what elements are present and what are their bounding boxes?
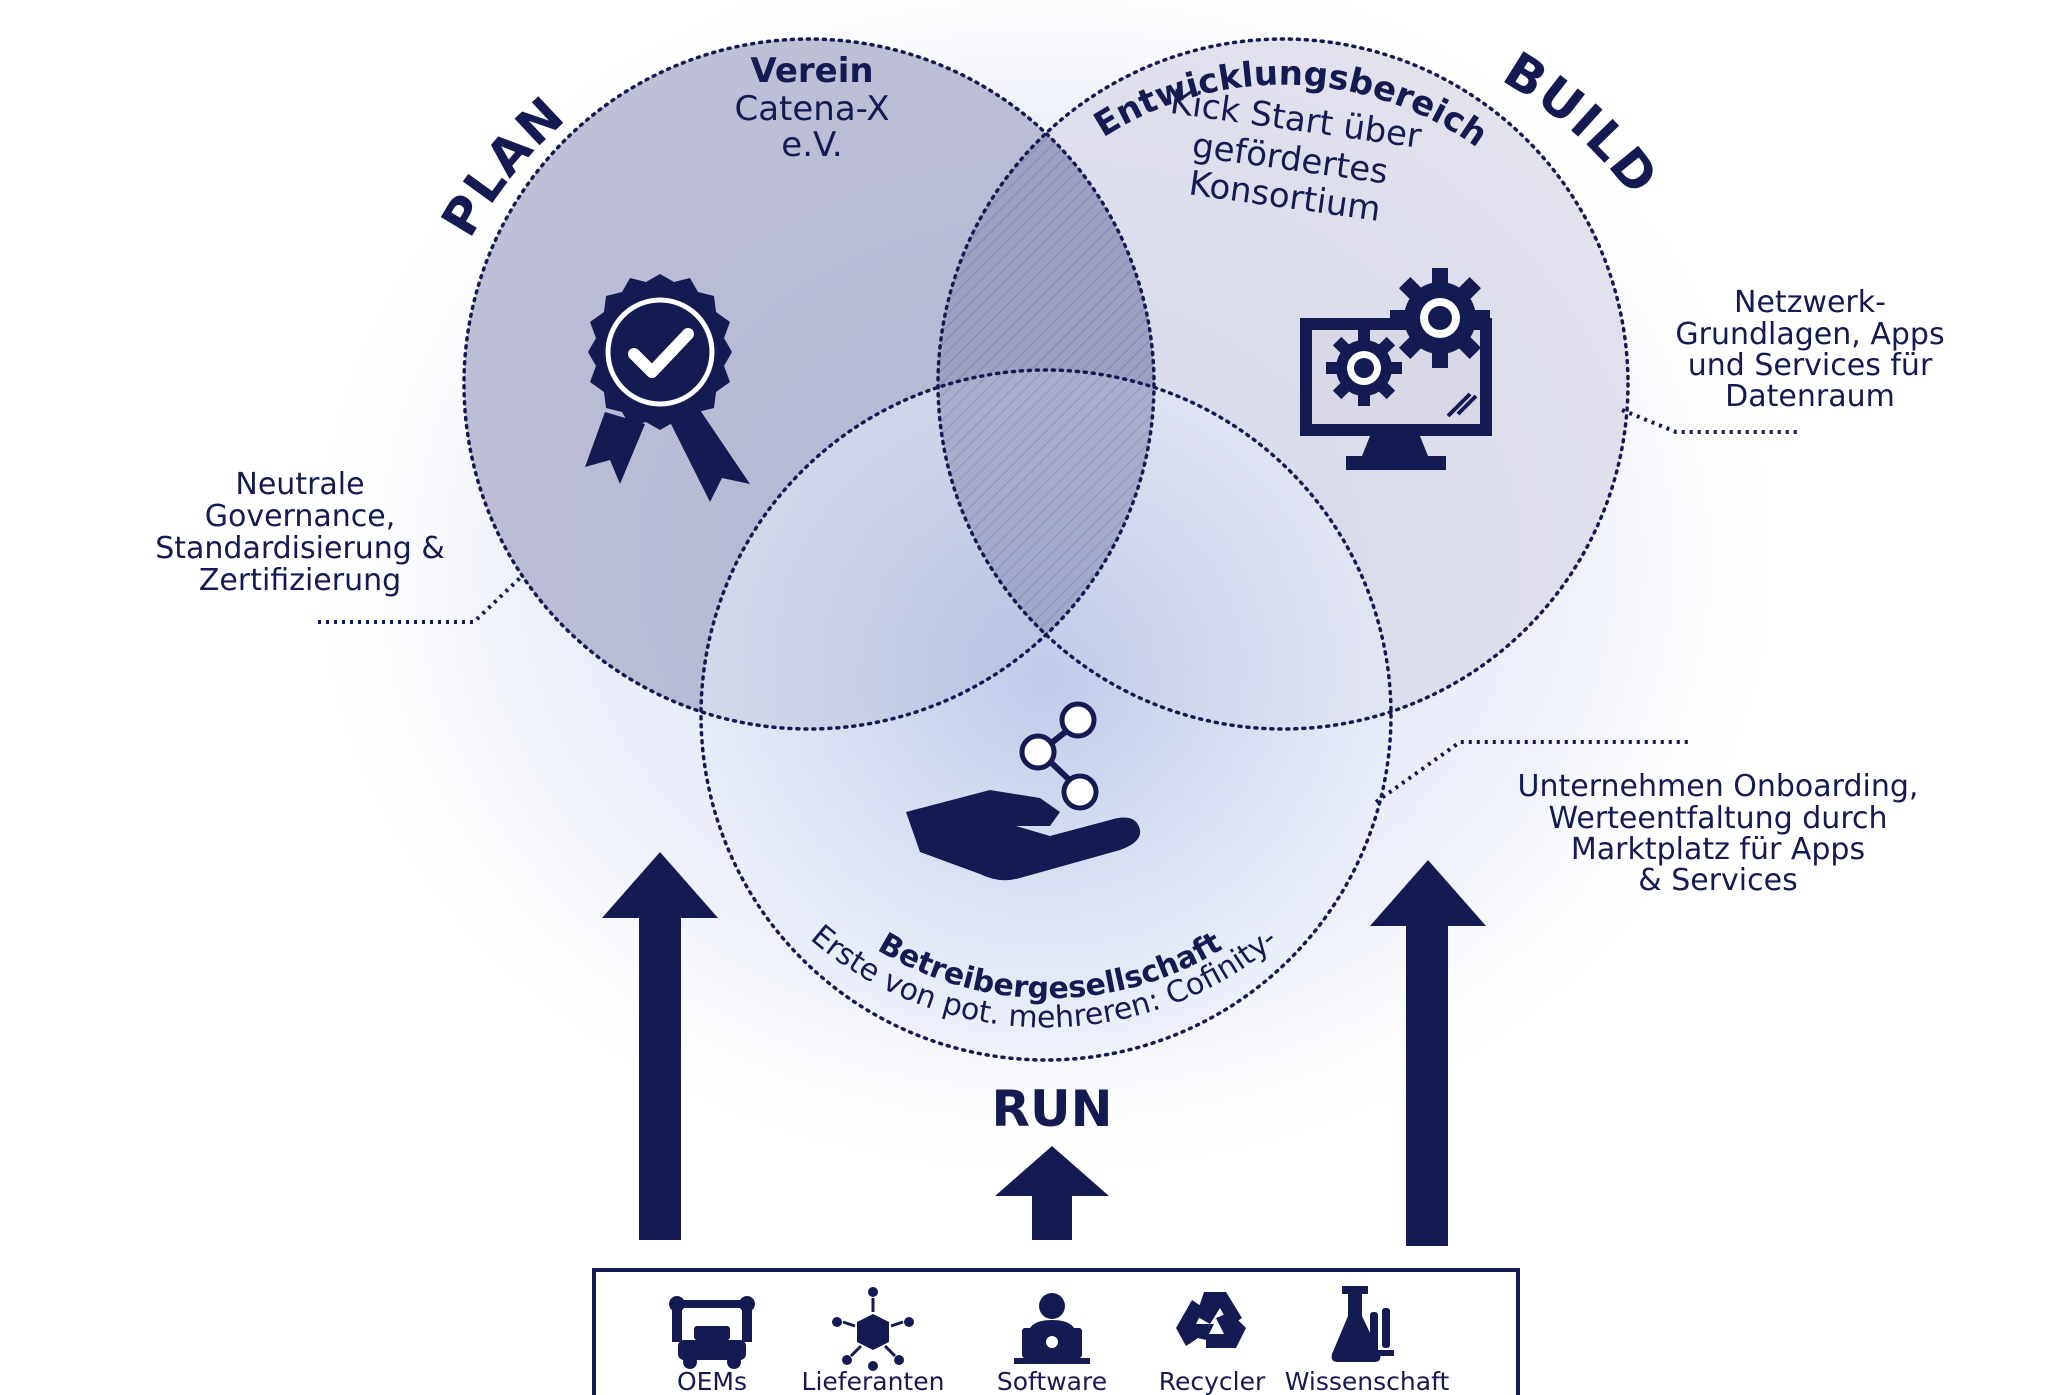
stakeholder-label-oems: OEMs	[677, 1367, 747, 1395]
left-up-arrow	[602, 852, 718, 1240]
supply-network-icon	[832, 1287, 914, 1371]
right-top-callout-line	[1621, 408, 1800, 434]
stakeholder-label-software: Software	[997, 1367, 1107, 1395]
hand-share-icon	[906, 701, 1141, 881]
recycle-icon	[1176, 1292, 1246, 1348]
svg-text:und Services für: und Services für	[1688, 348, 1933, 383]
svg-text:Grundlagen, Apps: Grundlagen, Apps	[1675, 317, 1944, 352]
plan-line1: Catena-X	[734, 89, 889, 129]
plan-title: Verein	[750, 51, 873, 91]
svg-text:Neutrale: Neutrale	[235, 467, 364, 502]
svg-text:Governance,: Governance,	[205, 499, 396, 534]
svg-text:Unternehmen Onboarding,: Unternehmen Onboarding,	[1518, 769, 1919, 804]
left-callout: Neutrale Governance, Standardisierung & …	[155, 467, 445, 598]
right-bottom-callout-line	[1374, 740, 1690, 804]
svg-text:Werteentfaltung durch: Werteentfaltung durch	[1548, 801, 1887, 836]
award-badge-icon	[585, 274, 750, 502]
svg-text:& Services: & Services	[1638, 863, 1797, 898]
plan-line2: e.V.	[781, 125, 842, 165]
run-label: RUN	[992, 1080, 1113, 1138]
svg-text:Standardisierung &: Standardisierung &	[155, 531, 445, 566]
svg-text:Zertifizierung: Zertifizierung	[199, 563, 401, 598]
lab-flask-icon	[1331, 1286, 1394, 1362]
svg-text:Datenraum: Datenraum	[1725, 379, 1895, 414]
svg-text:Netzwerk-: Netzwerk-	[1734, 285, 1886, 320]
run-circle	[701, 370, 1391, 1060]
right-top-callout: Netzwerk- Grundlagen, Apps und Services …	[1675, 285, 1944, 414]
stakeholder-label-lieferanten: Lieferanten	[802, 1367, 945, 1395]
center-up-arrow	[995, 1146, 1109, 1240]
stakeholder-label-wissenschaft: Wissenschaft	[1285, 1367, 1450, 1395]
right-bottom-callout: Unternehmen Onboarding, Werteentfaltung …	[1518, 769, 1919, 898]
stakeholder-label-recycler: Recycler	[1159, 1367, 1266, 1395]
developer-laptop-icon	[1014, 1293, 1090, 1364]
svg-text:Marktplatz für Apps: Marktplatz für Apps	[1571, 832, 1865, 867]
monitor-gears-icon	[1300, 268, 1492, 470]
right-up-arrow	[1370, 860, 1486, 1246]
robot-arm-car-icon	[669, 1296, 755, 1369]
